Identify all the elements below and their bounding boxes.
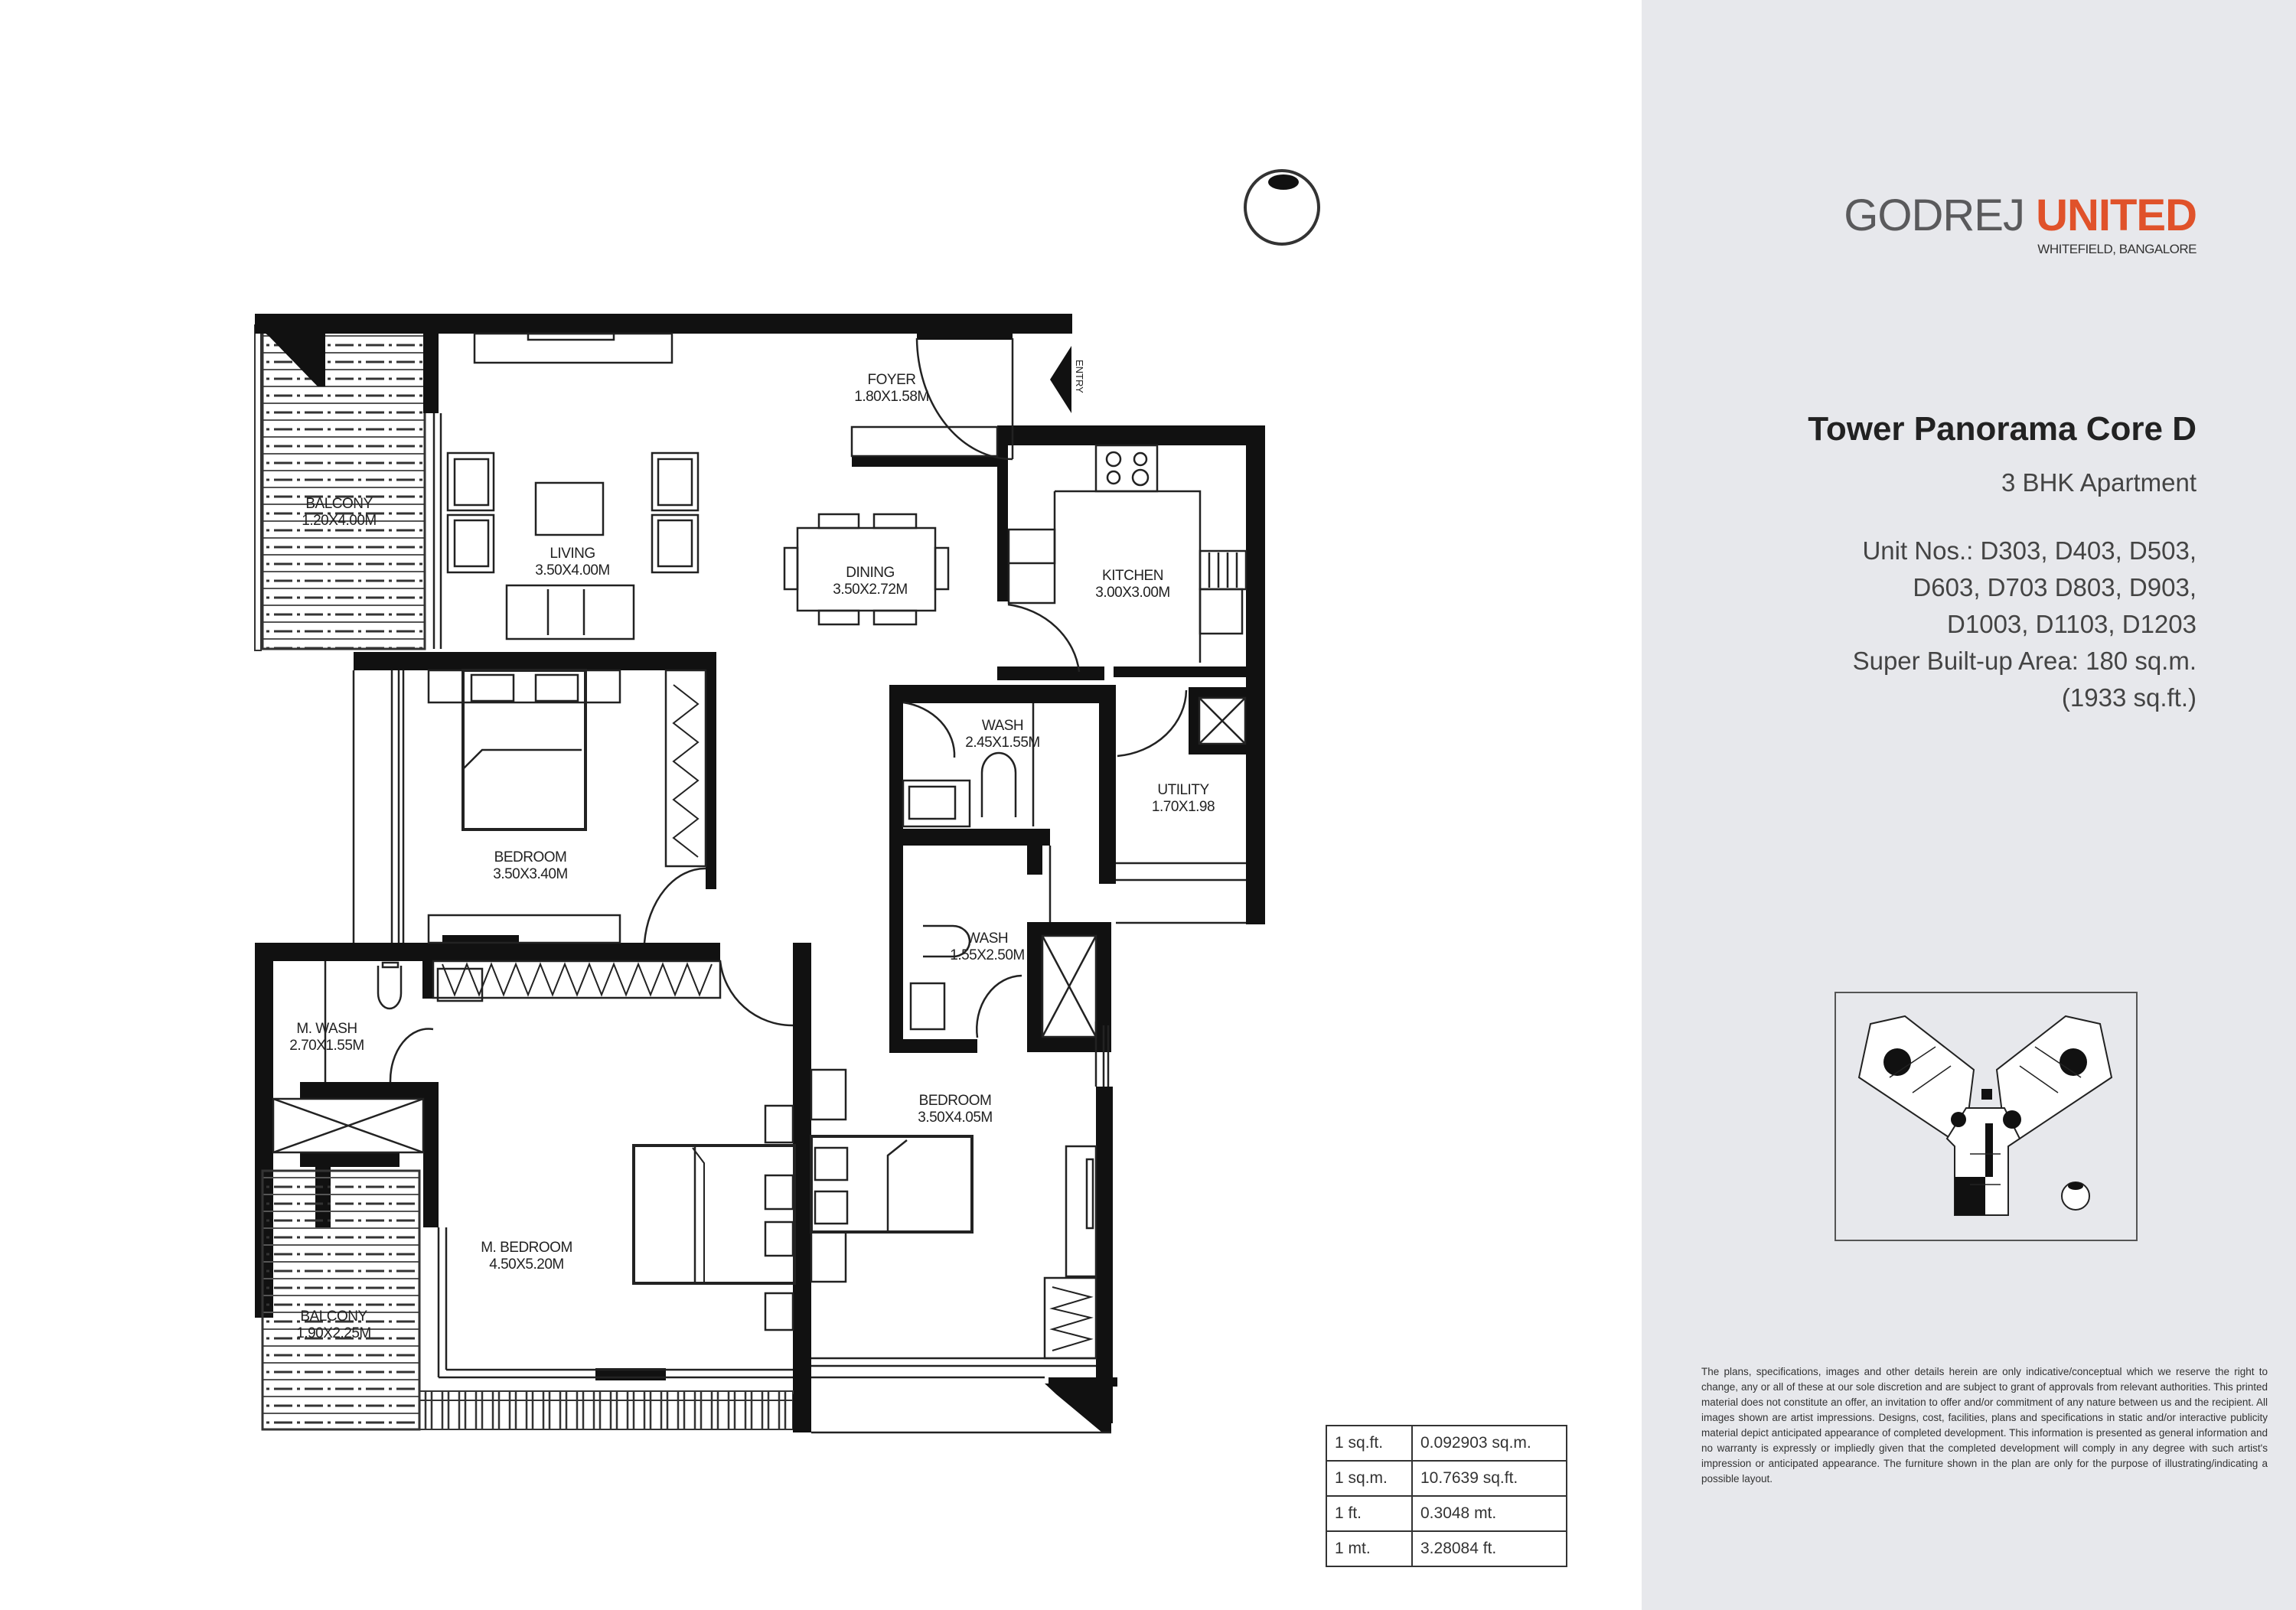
unit-details: Unit Nos.: D303, D403, D503, D603, D703 … <box>1808 533 2197 716</box>
brand-name-godrej: GODREJ <box>1844 191 2025 240</box>
table-row: 1 ft. 0.3048 mt. <box>1326 1495 1567 1532</box>
brand-logo: GODREJ UNITED WHITEFIELD, BANGALORE <box>1844 193 2197 257</box>
brand-name-united: UNITED <box>2036 191 2197 240</box>
conv-value: 10.7639 sq.ft. <box>1411 1460 1567 1497</box>
conv-unit: 1 ft. <box>1326 1495 1413 1532</box>
unit-line: D603, D703 D803, D903, <box>1913 573 2197 601</box>
walls <box>255 314 1265 1432</box>
tower-title: Tower Panorama Core D <box>1808 410 2197 448</box>
conv-value: 0.3048 mt. <box>1411 1495 1567 1532</box>
conv-value: 0.092903 sq.m. <box>1411 1425 1567 1462</box>
entry-label: ENTRY <box>1074 360 1085 393</box>
apartment-type: 3 BHK Apartment <box>2001 468 2197 497</box>
conv-value: 3.28084 ft. <box>1411 1530 1567 1567</box>
unit-line: Unit Nos.: D303, D403, D503, <box>1862 536 2197 565</box>
unit-conversion-table: 1 sq.ft. 0.092903 sq.m. 1 sq.m. 10.7639 … <box>1326 1425 1567 1567</box>
key-plan <box>1835 992 2138 1241</box>
conv-unit: 1 sq.m. <box>1326 1460 1413 1497</box>
brand-location: WHITEFIELD, BANGALORE <box>2037 242 2197 256</box>
balcony-bottom-left <box>261 1169 811 1432</box>
balcony-top-left <box>254 324 426 651</box>
conv-unit: 1 sq.ft. <box>1326 1425 1413 1462</box>
fixtures <box>272 332 1247 1434</box>
compass-north-icon <box>1244 169 1320 246</box>
area-line: (1933 sq.ft.) <box>2061 683 2197 712</box>
key-plan-drawing <box>1857 1015 2113 1216</box>
info-side-panel <box>1642 0 2296 1610</box>
table-row: 1 sq.m. 10.7639 sq.ft. <box>1326 1460 1567 1497</box>
key-plan-north-icon <box>2061 1181 2090 1211</box>
unit-line: D1003, D1103, D1203 <box>1947 610 2197 638</box>
floor-plan-drawing <box>254 169 1320 1434</box>
entry-arrow-icon <box>1050 346 1071 413</box>
area-line: Super Built-up Area: 180 sq.m. <box>1852 647 2197 675</box>
conv-unit: 1 mt. <box>1326 1530 1413 1567</box>
table-row: 1 mt. 3.28084 ft. <box>1326 1530 1567 1567</box>
project-info: Tower Panorama Core D 3 BHK Apartment Un… <box>1808 410 2197 716</box>
legal-disclaimer: The plans, specifications, images and ot… <box>1701 1366 2268 1485</box>
table-row: 1 sq.ft. 0.092903 sq.m. <box>1326 1425 1567 1462</box>
